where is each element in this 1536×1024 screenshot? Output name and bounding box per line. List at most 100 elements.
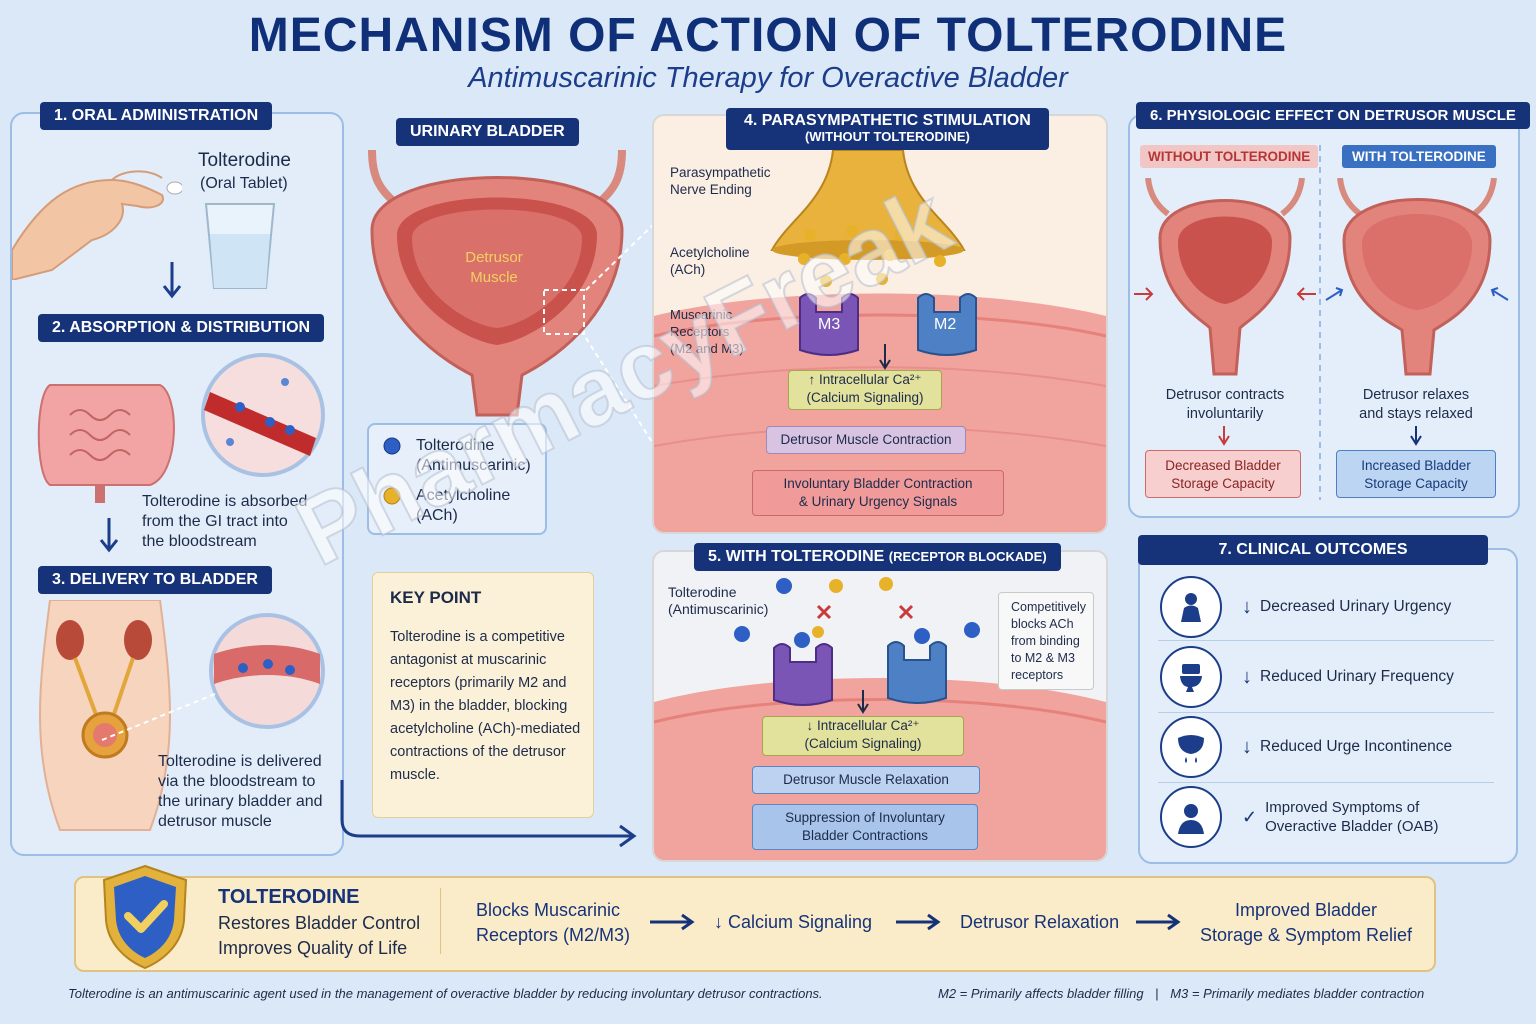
m2-receptor-icon — [917, 293, 977, 356]
footer-note: Tolterodine is an antimuscarinic agent u… — [68, 986, 823, 1001]
legend-tolterodine: Tolterodine (Antimuscarinic) — [416, 437, 531, 474]
down-arrow-icon — [162, 262, 182, 299]
water-glass-icon — [204, 203, 276, 289]
page-title: MECHANISM OF ACTION OF TOLTERODINE — [248, 9, 1288, 62]
step1-drug: Tolterodine — [198, 150, 291, 171]
step1-label: 1. ORAL ADMINISTRATION — [40, 102, 273, 130]
bladder-wall-zoom — [209, 613, 325, 729]
tolterodine-dot-icon — [383, 437, 401, 455]
outcome-arrow: ↓ — [1242, 595, 1252, 618]
summary-flow-step2: ↓ Calcium Signaling — [714, 912, 873, 932]
separator — [1158, 712, 1494, 713]
toilet-icon — [1160, 646, 1222, 708]
step5-relaxation-box: Detrusor Muscle Relaxation — [752, 766, 980, 794]
contracted-bladder-illustration — [1134, 178, 1316, 376]
step3-text: Tolterodine is delivered via the bloodst… — [158, 753, 323, 830]
summary-line1: Restores Bladder Control — [218, 913, 421, 933]
m2-receptor-blocked-icon — [887, 641, 947, 704]
summary-drug: TOLTERODINE — [218, 886, 360, 908]
flow-arrow-icon — [896, 913, 941, 931]
acetylcholine-dot-icon — [383, 487, 401, 505]
step4-calcium-box: ↑ Intracellular Ca²⁺ (Calcium Signaling) — [788, 370, 942, 410]
outcome-text: Decreased Urinary Urgency — [1260, 598, 1452, 615]
step5-note-box: Competitively blocks ACh from binding to… — [998, 592, 1094, 690]
flow-arrow-icon — [1136, 913, 1181, 931]
divider — [1319, 145, 1321, 500]
step4-contraction-box: Detrusor Muscle Contraction — [766, 426, 966, 454]
ach-molecules — [798, 225, 946, 287]
page-subtitle: Antimuscarinic Therapy for Overactive Bl… — [468, 62, 1068, 94]
m3-label: M3 — [818, 316, 841, 333]
bladder-drop-icon — [1160, 716, 1222, 778]
legend-acetylcholine: Acetylcholine (ACh) — [416, 487, 511, 524]
hand-pill-illustration — [12, 170, 182, 280]
summary-flow-step1: Blocks Muscarinic Receptors (M2/M3) — [476, 900, 631, 945]
summary-flow-step3: Detrusor Relaxation — [960, 912, 1120, 932]
step2-label: 2. ABSORPTION & DISTRIBUTION — [38, 314, 325, 342]
step5-suppression-box: Suppression of Involuntary Bladder Contr… — [752, 804, 978, 850]
outcome-arrow: ↓ — [1242, 665, 1252, 688]
summary-divider — [440, 888, 441, 954]
blood-vessel-zoom — [201, 353, 325, 477]
nerve-ending-bell — [770, 150, 966, 260]
step3-label: 3. DELIVERY TO BLADDER — [38, 566, 272, 594]
m3-receptor-icon — [799, 293, 859, 356]
step6-without-desc: Detrusor contracts involuntarily — [1165, 387, 1285, 422]
step5-label: 5. WITH TOLTERODINE (RECEPTOR BLOCKADE) — [694, 543, 1061, 571]
step6-increased-capacity-box: Increased Bladder Storage Capacity — [1336, 450, 1496, 498]
urgency-person-icon — [1160, 576, 1222, 638]
m3-receptor-blocked-icon — [773, 643, 833, 706]
step5-calcium-box: ↓ Intracellular Ca²⁺ (Calcium Signaling) — [762, 716, 964, 756]
key-point-box — [372, 572, 594, 818]
ach-label: Acetylcholine (ACh) — [670, 245, 750, 277]
detrusor-muscle-label: Detrusor Muscle — [465, 249, 523, 286]
down-arrow-icon — [1410, 426, 1422, 446]
step7-label: 7. CLINICAL OUTCOMES — [1138, 535, 1488, 565]
down-arrow-icon — [879, 344, 891, 370]
shield-check-icon — [102, 864, 188, 970]
separator — [1158, 782, 1494, 783]
summary-flow-step4: Improved Bladder Storage & Symptom Relie… — [1199, 900, 1413, 945]
step6-with-desc: Detrusor relaxes and stays relaxed — [1359, 387, 1473, 422]
m2-label: M2 — [934, 316, 957, 333]
step1-form: (Oral Tablet) — [200, 175, 288, 192]
separator — [1158, 640, 1494, 641]
down-arrow-icon — [857, 690, 869, 714]
woman-icon — [1160, 786, 1222, 848]
step2-text: Tolterodine is absorbed from the GI trac… — [142, 493, 308, 550]
down-arrow-icon — [99, 518, 119, 553]
zoom-connector — [101, 693, 216, 741]
step6-label: 6. PHYSIOLOGIC EFFECT ON DETRUSOR MUSCLE — [1136, 102, 1530, 129]
outcome-arrow: ✓ — [1242, 806, 1258, 827]
summary-bar — [74, 876, 1436, 972]
summary-line2: Improves Quality of Life — [218, 938, 408, 958]
intestine-illustration — [37, 384, 175, 503]
outcome-text: Reduced Urinary Frequency — [1260, 668, 1454, 685]
key-point-text: Tolterodine is a competitive antagonist … — [390, 629, 581, 783]
key-point-heading: KEY POINT — [390, 588, 482, 607]
relaxed-bladder-illustration — [1325, 178, 1509, 376]
urinary-bladder-illustration — [368, 150, 626, 417]
bladder-label: URINARY BLADDER — [396, 118, 579, 146]
outcome-text: Improved Symptoms of Overactive Bladder … — [1265, 799, 1439, 835]
step4-involuntary-box: Involuntary Bladder Contraction & Urinar… — [752, 470, 1004, 516]
step5-drug-label: Tolterodine (Antimuscarinic) — [668, 584, 769, 617]
step6-decreased-capacity-box: Decreased Bladder Storage Capacity — [1145, 450, 1301, 498]
outcome-urgency: ↓ Decreased Urinary Urgency — [1160, 576, 1451, 638]
step4-label: 4. PARASYMPATHETIC STIMULATION (WITHOUT … — [726, 108, 1049, 150]
outcome-text: Reduced Urge Incontinence — [1260, 738, 1453, 755]
blockade-molecules — [734, 577, 980, 648]
receptors-label: Muscarinic Receptors (M2 and M3) — [670, 307, 744, 356]
zoom-connector — [585, 219, 659, 443]
flow-arrow-to-step5 — [340, 780, 637, 848]
outcome-incontinence: ↓ Reduced Urge Incontinence — [1160, 716, 1452, 778]
flow-arrow-icon — [650, 913, 695, 931]
body-urinary-system-illustration — [39, 600, 171, 831]
footer-legend: M2 = Primarily affects bladder filling |… — [938, 986, 1425, 1001]
outcome-arrow: ↓ — [1242, 735, 1252, 758]
nerve-ending-label: Parasympathetic Nerve Ending — [670, 165, 771, 197]
step6-without-label: WITHOUT TOLTERODINE — [1140, 145, 1319, 168]
down-arrow-icon — [1218, 426, 1230, 446]
outcome-frequency: ↓ Reduced Urinary Frequency — [1160, 646, 1454, 708]
outcome-oab: ✓ Improved Symptoms of Overactive Bladde… — [1160, 786, 1439, 848]
